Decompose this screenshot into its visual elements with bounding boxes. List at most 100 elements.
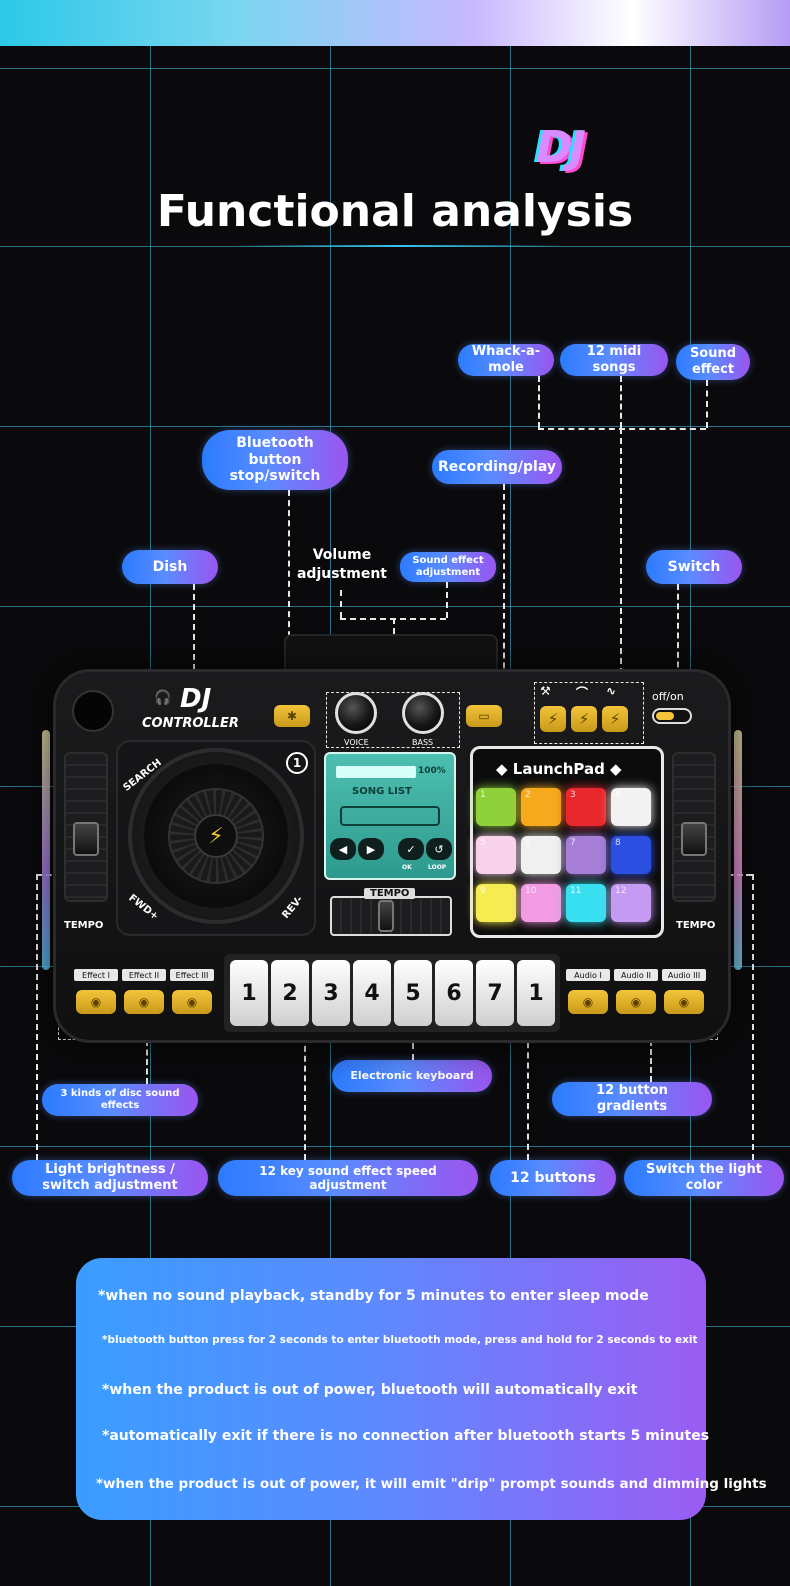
center-tempo-label: TEMPO [364,888,416,899]
bolt-icon: ⚡ [208,823,224,849]
sound-effect-button[interactable]: ⚡ [602,706,628,732]
left-tempo-handle[interactable] [73,822,99,856]
ok-button[interactable]: ✓ [398,838,424,860]
jog-center[interactable]: ⚡ [194,814,238,858]
keyboard-key-5[interactable]: 5 [394,960,432,1026]
leader-line [446,582,448,618]
callout-switch: Switch [646,550,742,584]
callout-light-brightness: Light brightness / switch adjustment [12,1160,208,1196]
launchpad-pad-2[interactable]: 2 [521,788,561,826]
effect-3-button[interactable]: ◉ [172,990,212,1014]
keyboard-key-4[interactable]: 4 [353,960,391,1026]
center-tempo-handle[interactable] [378,900,394,932]
keyboard-key-2[interactable]: 2 [271,960,309,1026]
launchpad-pad-5[interactable]: 5 [476,836,516,874]
midi-icon: ⌒ [576,686,589,700]
grid-line [0,68,790,69]
leader-line [538,376,540,428]
launchpad-label: LaunchPad [512,760,605,778]
off-on-label: off/on [652,690,684,703]
callout-electronic-keyboard: Electronic keyboard [332,1060,492,1092]
headphone-icon: 🎧 [154,690,172,706]
screen-song-display [340,806,440,826]
bluetooth-button[interactable]: ✱ [274,705,310,727]
page-title: Functional analysis [156,186,634,237]
grid-line [0,606,790,607]
note-drip-prompt: *when the product is out of power, it wi… [96,1476,767,1492]
launchpad-pad-11[interactable]: 11 [566,884,606,922]
note-out-of-power: *when the product is out of power, bluet… [102,1382,638,1398]
grid-line [0,1146,790,1147]
launchpad-pad-3[interactable]: 3 [566,788,606,826]
leader-line [36,874,38,1160]
callout-whack-a-mole: Whack-a-mole [458,344,554,376]
launchpad-pad-10[interactable]: 10 [521,884,561,922]
audio-1-button[interactable]: ◉ [568,990,608,1014]
midi-songs-button[interactable]: ⚡ [571,706,597,732]
keyboard-key-7[interactable]: 7 [476,960,514,1026]
brand-controller: CONTROLLER [142,716,239,731]
title-underline [235,245,565,247]
launchpad-pad-12[interactable]: 12 [611,884,651,922]
note-bluetooth-press: *bluetooth button press for 2 seconds to… [102,1334,698,1346]
screen-progress-bar [336,766,416,778]
side-light-left [42,730,50,970]
leader-line [340,590,342,618]
keyboard-key-8[interactable]: 1 [517,960,555,1026]
keyboard-key-6[interactable]: 6 [435,960,473,1026]
top-gradient-band [0,0,790,46]
knob-highlight-box [326,692,460,748]
grid-line [0,426,790,427]
leader-line [677,584,679,716]
notes-panel [76,1258,706,1520]
launchpad-pad-8[interactable]: 8 [611,836,651,874]
launchpad-pad-9[interactable]: 9 [476,884,516,922]
effect-2-button[interactable]: ◉ [124,990,164,1014]
callout-bluetooth: Bluetooth button stop/switch [202,430,348,490]
effect-3-label: Effect III [170,969,214,981]
dj-logo: DJ [536,122,586,173]
launchpad-pad-4[interactable]: 4 [611,788,651,826]
launchpad-pad-7[interactable]: 7 [566,836,606,874]
next-button[interactable]: ▶ [358,838,384,860]
keyboard-key-1[interactable]: 1 [230,960,268,1026]
effect-1-label: Effect I [74,969,118,981]
audio-3-button[interactable]: ◉ [664,990,704,1014]
whack-mole-icon: ⚒ [540,684,551,698]
right-tempo-handle[interactable] [681,822,707,856]
leader-line [752,874,754,1160]
sound-wave-icon: ∿ [606,684,617,698]
leader-line [304,928,306,1160]
callout-twelve-buttons: 12 buttons [490,1160,616,1196]
record-icon: ▭ [478,709,490,723]
audio-2-button[interactable]: ◉ [616,990,656,1014]
leader-line [706,380,708,428]
bass-label: BASS [412,738,434,747]
callout-key-speed: 12 key sound effect speed adjustment [218,1160,478,1196]
screen-percent: 100% [418,766,446,776]
loop-label: LOOP [428,864,447,871]
bass-knob[interactable] [402,692,444,734]
effect-1-button[interactable]: ◉ [76,990,116,1014]
launchpad-pad-6[interactable]: 6 [521,836,561,874]
power-switch[interactable] [652,708,692,724]
callout-recording: Recording/play [432,450,562,484]
left-tempo-label: TEMPO [64,920,104,931]
launchpad-pad-1[interactable]: 1 [476,788,516,826]
whack-a-mole-button[interactable]: ⚡ [540,706,566,732]
ok-label: OK [402,864,412,871]
number-badge: 1 [286,752,308,774]
leader-line [650,1040,652,1082]
recording-button[interactable]: ▭ [466,705,502,727]
brand-dj: DJ [180,684,212,714]
leader-line [288,490,290,718]
audio-1-label: Audio I [566,969,610,981]
callout-light-color: Switch the light color [624,1160,784,1196]
loop-button[interactable]: ↺ [426,838,452,860]
callout-button-gradients: 12 button gradients [552,1082,712,1116]
prev-button[interactable]: ◀ [330,838,356,860]
voice-knob[interactable] [335,692,377,734]
keyboard-key-3[interactable]: 3 [312,960,350,1026]
leader-line [146,1040,148,1084]
note-sleep-mode: *when no sound playback, standby for 5 m… [98,1288,649,1304]
